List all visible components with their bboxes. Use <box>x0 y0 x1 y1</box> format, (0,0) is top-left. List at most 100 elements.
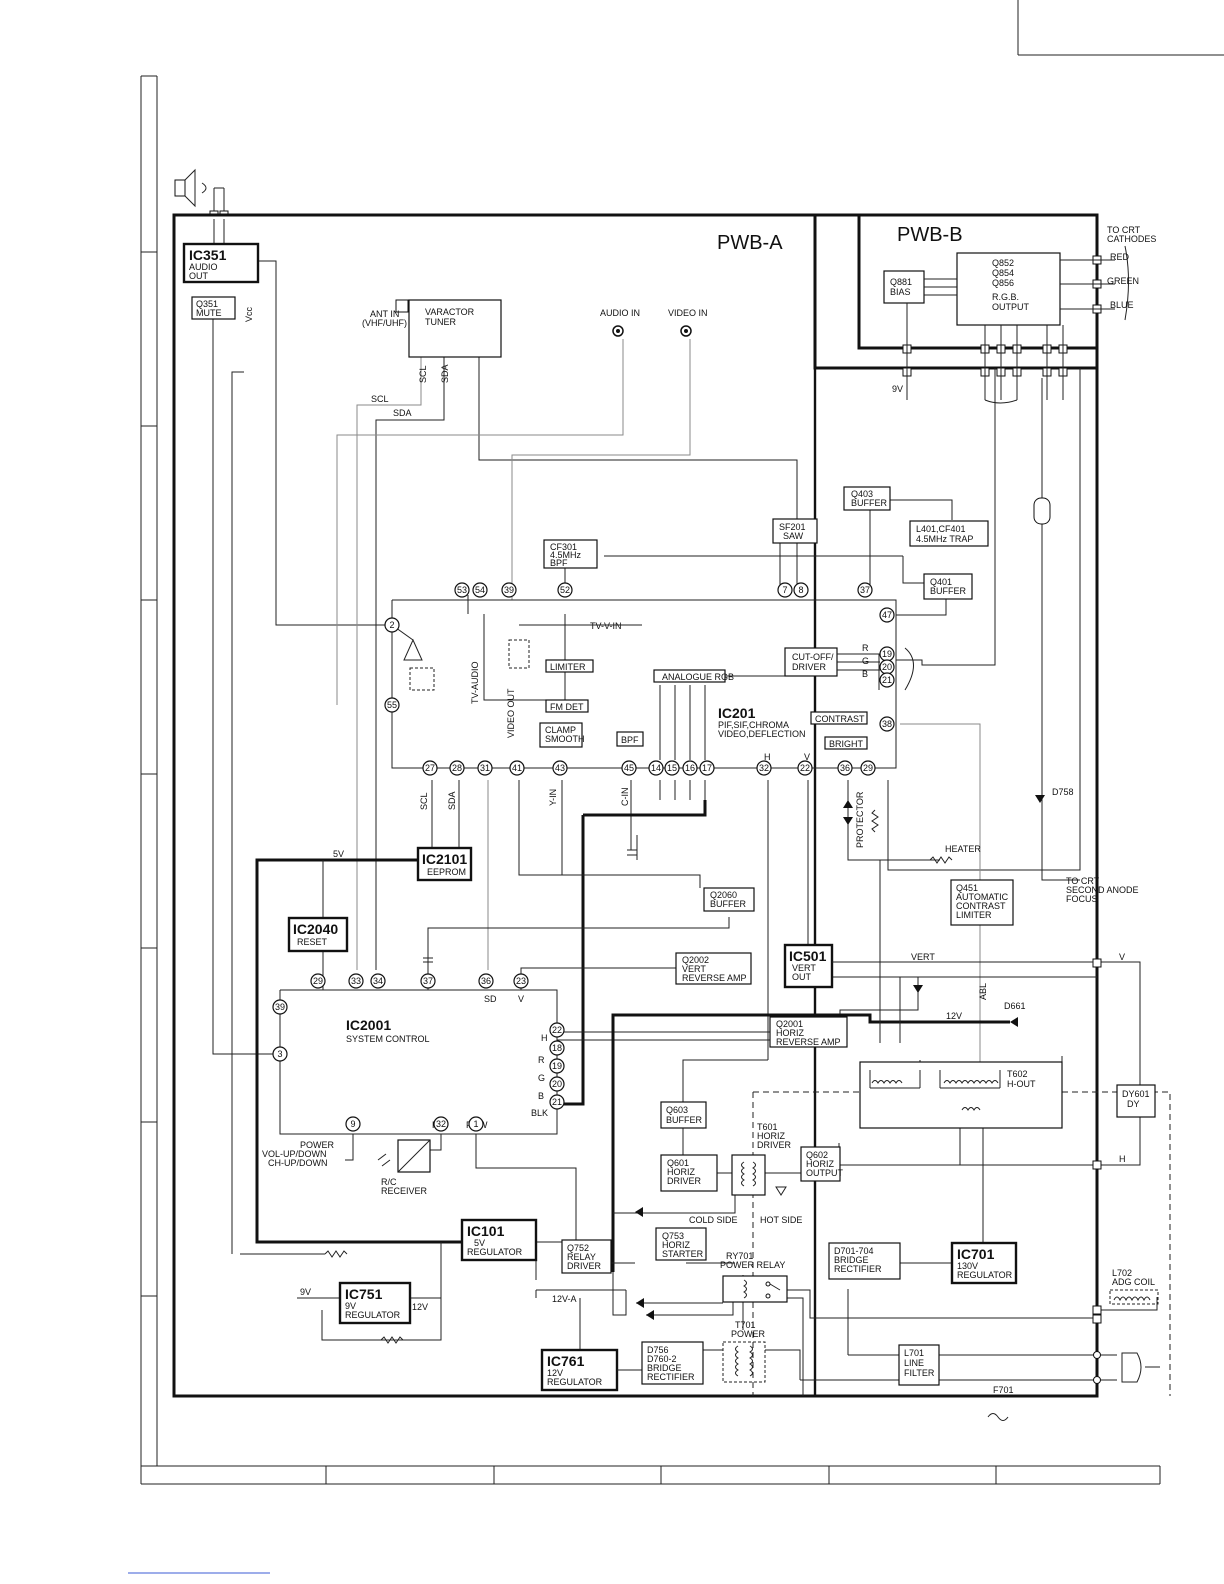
svg-text:SMOOTH: SMOOTH <box>545 734 585 744</box>
svg-text:37: 37 <box>423 976 433 986</box>
pin-32: 32 <box>433 1116 449 1132</box>
svg-text:RECTIFIER: RECTIFIER <box>834 1264 882 1274</box>
svg-text:Q451: Q451 <box>956 883 978 893</box>
svg-text:Q2002: Q2002 <box>682 955 709 965</box>
svg-text:L701: L701 <box>904 1348 924 1358</box>
svg-text:20: 20 <box>552 1079 562 1089</box>
svg-text:ANALOGUE RGB: ANALOGUE RGB <box>662 672 734 682</box>
svg-text:9V: 9V <box>345 1301 356 1311</box>
svg-text:4.5MHz: 4.5MHz <box>550 550 582 560</box>
svg-text:SAW: SAW <box>783 531 804 541</box>
svg-text:(VHF/UHF): (VHF/UHF) <box>362 318 407 328</box>
svg-text:LIMITER: LIMITER <box>956 910 992 920</box>
pin-39: 39 <box>272 999 288 1015</box>
q351-mute: Q351 MUTE <box>191 296 236 320</box>
svg-text:SF201: SF201 <box>779 522 806 532</box>
blue-label: BLUE <box>1110 300 1134 310</box>
svg-text:27: 27 <box>425 763 435 773</box>
svg-text:DY601: DY601 <box>1122 1089 1150 1099</box>
twelve-v-reg-label: 12V <box>412 1302 428 1312</box>
svg-text:IC701: IC701 <box>957 1246 995 1262</box>
svg-text:MUTE: MUTE <box>196 308 222 318</box>
svg-text:STARTER: STARTER <box>662 1249 704 1259</box>
svg-text:41: 41 <box>512 763 522 773</box>
h-label-ic2001: H <box>541 1033 548 1043</box>
q2002-vert-reverse-amp: Q2002 VERT REVERSE AMP <box>675 952 752 985</box>
svg-text:CONTRAST: CONTRAST <box>956 901 1006 911</box>
svg-text:CATHODES: CATHODES <box>1107 234 1156 244</box>
svg-text:L401,CF401: L401,CF401 <box>916 524 966 534</box>
pin-9: 9 <box>345 1116 361 1132</box>
svg-text:28: 28 <box>452 763 462 773</box>
pin-52: 52 <box>557 582 573 598</box>
pin-31: 31 <box>477 760 493 776</box>
svg-text:53: 53 <box>457 585 467 595</box>
ic701-130v-regulator: IC701 130V REGULATOR <box>950 1241 1018 1285</box>
ch-key-label: CH-UP/DOWN <box>268 1158 328 1168</box>
svg-text:OUT: OUT <box>189 271 209 281</box>
svg-text:Q2060: Q2060 <box>710 890 737 900</box>
svg-text:HORIZ: HORIZ <box>662 1240 691 1250</box>
ic2040-reset: IC2040 RESET <box>287 916 349 953</box>
pin-19: 19 <box>879 646 895 662</box>
pwb-b-title: PWB-B <box>897 224 963 246</box>
svg-text:9: 9 <box>350 1119 355 1129</box>
sf201-saw: SF201 SAW <box>772 518 818 544</box>
svg-text:Q603: Q603 <box>666 1105 688 1115</box>
svg-text:14: 14 <box>651 763 661 773</box>
pin-20: 20 <box>879 659 895 675</box>
ic501-vert-out: IC501 VERT OUT <box>783 943 834 989</box>
svg-text:29: 29 <box>313 976 323 986</box>
svg-text:REVERSE AMP: REVERSE AMP <box>776 1037 841 1047</box>
svg-text:RELAY: RELAY <box>567 1252 596 1262</box>
svg-text:IC751: IC751 <box>345 1286 383 1302</box>
pin-32: 32 <box>756 760 772 776</box>
audio-in-jack[interactable]: AUDIO IN <box>600 308 640 337</box>
svg-text:3: 3 <box>277 1049 282 1059</box>
svg-text:7: 7 <box>782 585 787 595</box>
svg-text:BPF: BPF <box>550 558 568 568</box>
svg-text:1: 1 <box>473 1119 478 1129</box>
ground-icon <box>775 1186 787 1196</box>
ic2101-eeprom: IC2101 EEPROM <box>416 846 473 882</box>
nine-v-label: 9V <box>892 384 903 394</box>
svg-text:IC101: IC101 <box>467 1223 505 1239</box>
pin-27: 27 <box>422 760 438 776</box>
pin-23: 23 <box>513 973 529 989</box>
pin-36: 36 <box>478 973 494 989</box>
vol-key-label: VOL-UP/DOWN <box>262 1149 327 1159</box>
svg-text:23: 23 <box>516 976 526 986</box>
svg-text:VERT: VERT <box>682 964 706 974</box>
limiter: LIMITER <box>545 659 594 673</box>
svg-text:ADG COIL: ADG COIL <box>1112 1277 1155 1287</box>
pin-45: 45 <box>621 760 637 776</box>
svg-text:VIDEO,DEFLECTION: VIDEO,DEFLECTION <box>718 729 806 739</box>
g-label-ic201: G <box>862 656 869 666</box>
cut-off-driver: CUT-OFF/ DRIVER <box>784 647 880 677</box>
analogue-rgb: ANALOGUE RGB <box>653 669 734 683</box>
speaker-icon <box>174 168 229 220</box>
svg-text:IC2040: IC2040 <box>293 921 338 937</box>
svg-text:REGULATOR: REGULATOR <box>957 1270 1013 1280</box>
svg-text:32: 32 <box>759 763 769 773</box>
svg-text:15: 15 <box>667 763 677 773</box>
svg-text:39: 39 <box>275 1002 285 1012</box>
svg-text:45: 45 <box>624 763 634 773</box>
scl-tuner-label: SCL <box>418 365 428 383</box>
svg-text:DY: DY <box>1127 1099 1140 1109</box>
video-out-label: VIDEO OUT <box>506 688 516 738</box>
svg-text:BRIGHT: BRIGHT <box>829 739 864 749</box>
video-in-jack[interactable]: VIDEO IN <box>668 308 708 337</box>
svg-text:18: 18 <box>552 1043 562 1053</box>
pin-38: 38 <box>879 716 895 732</box>
q602-horiz-output: Q602 HORIZ OUTPUT <box>800 1146 844 1182</box>
pin-16: 16 <box>682 760 698 776</box>
svg-text:POWER RELAY: POWER RELAY <box>720 1260 785 1270</box>
svg-text:REGULATOR: REGULATOR <box>467 1247 523 1257</box>
svg-text:20: 20 <box>882 662 892 672</box>
svg-text:DRIVER: DRIVER <box>567 1261 602 1271</box>
pin-33: 33 <box>348 973 364 989</box>
pin-2: 2 <box>384 617 400 633</box>
svg-text:55: 55 <box>387 700 397 710</box>
